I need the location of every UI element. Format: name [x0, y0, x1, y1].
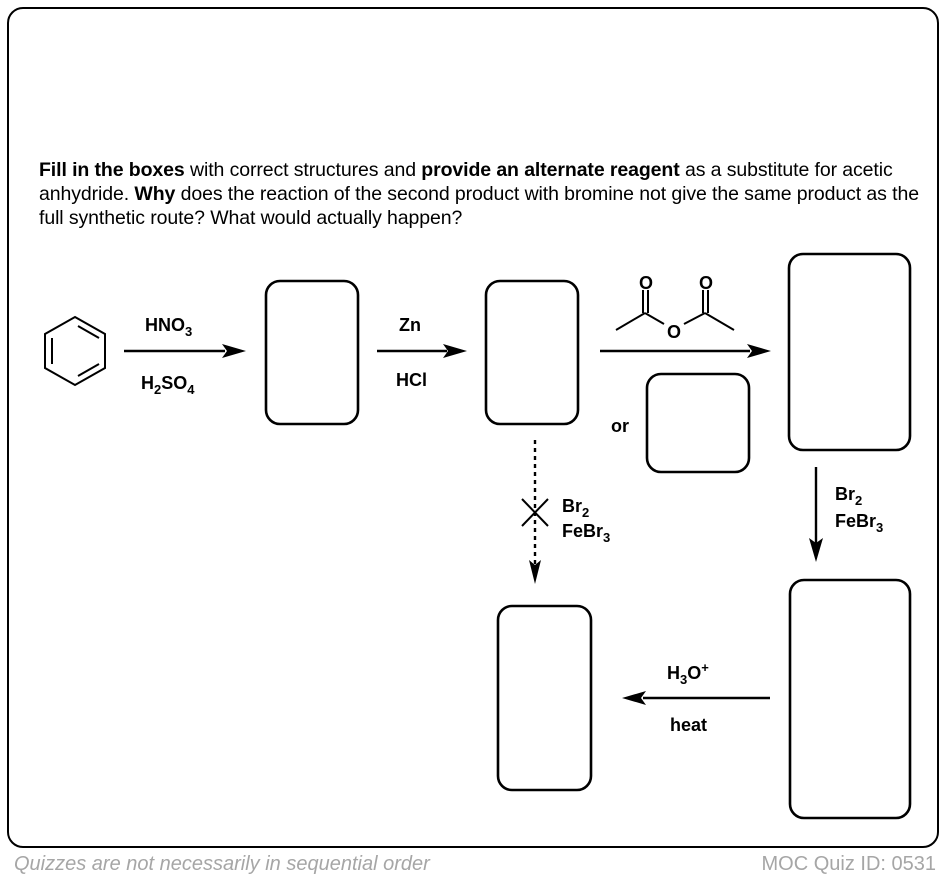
reagent-br2: Br2	[835, 484, 862, 508]
blocked-arrow	[529, 440, 541, 584]
reagent-h3o-plus: H3O+	[667, 660, 709, 687]
answer-box-product-4[interactable]	[788, 578, 912, 820]
quiz-id: MOC Quiz ID: 0531	[761, 853, 936, 875]
blocked-reagent-febr3: FeBr3	[562, 521, 610, 545]
benzene-structure	[44, 315, 106, 387]
question-part: does the reaction of the second product …	[39, 183, 919, 229]
answer-box-product-2[interactable]	[484, 279, 580, 426]
blocked-reagent-br2: Br2	[562, 496, 589, 520]
question-part: as a substitute for acetic anhydride.	[39, 159, 893, 205]
question-text: Fill in the boxes with correct structure…	[39, 158, 929, 230]
reagent-h2so4: H2SO4	[141, 373, 195, 397]
answer-box-product-3[interactable]	[787, 252, 912, 452]
question-part: Why	[134, 183, 176, 205]
cross-icon	[521, 498, 549, 527]
answer-box-product-5[interactable]	[496, 604, 593, 792]
reagent-hcl: HCl	[396, 370, 427, 390]
carbonyl-oxygen-label: O	[639, 273, 653, 293]
arrow-bromination	[809, 467, 823, 562]
footer-note: Quizzes are not necessarily in sequentia…	[14, 853, 430, 875]
carbonyl-oxygen-label: O	[699, 273, 713, 293]
reagent-zn: Zn	[399, 315, 421, 335]
acetic-anhydride-structure	[615, 290, 735, 331]
question-part: with correct structures and	[184, 159, 422, 181]
quiz-frame	[7, 7, 939, 848]
arrow-hydrolysis	[622, 691, 770, 705]
question-part: Fill in the boxes	[39, 159, 185, 181]
arrow-nitration	[124, 344, 246, 358]
ether-oxygen-label: O	[667, 322, 681, 342]
arrow-reduction	[377, 344, 467, 358]
arrow-acetylation	[600, 344, 771, 358]
question-part: provide an alternate reagent	[421, 159, 680, 181]
reagent-febr3: FeBr3	[835, 511, 883, 535]
or-label: or	[611, 416, 629, 436]
answer-box-alternate-reagent[interactable]	[645, 372, 751, 474]
reagent-hno3: HNO3	[145, 315, 192, 339]
answer-box-product-1[interactable]	[264, 279, 360, 426]
reagent-heat: heat	[670, 715, 707, 735]
